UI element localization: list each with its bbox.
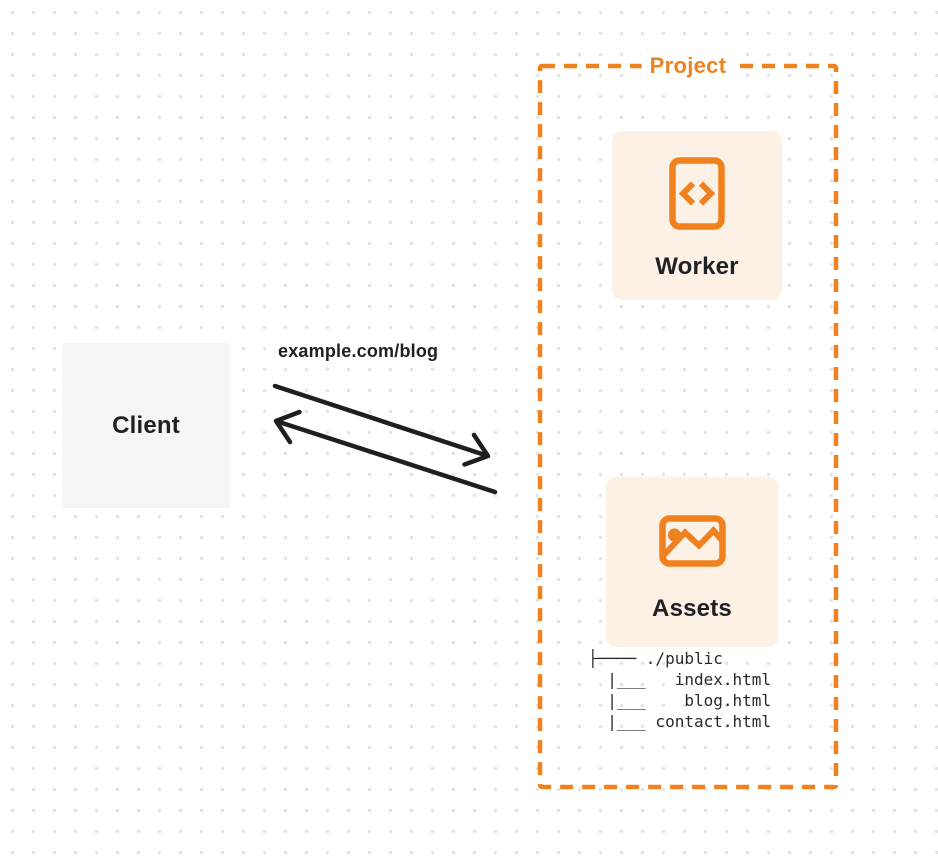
client-label: Client [112,411,180,439]
response-arrow [273,409,498,495]
request-url-label: example.com/blog [278,341,439,361]
assets-label: Assets [652,595,732,622]
assets-file-tree: ├──── ./public |___ index.html |___ blog… [588,649,772,731]
client-node: Client [62,343,230,508]
code-document-icon [669,157,725,230]
worker-node: Worker [612,131,782,300]
request-arrow [272,383,491,467]
image-icon [658,515,726,567]
project-title: Project [641,53,735,79]
worker-label: Worker [655,253,739,280]
assets-node: Assets [606,477,778,647]
